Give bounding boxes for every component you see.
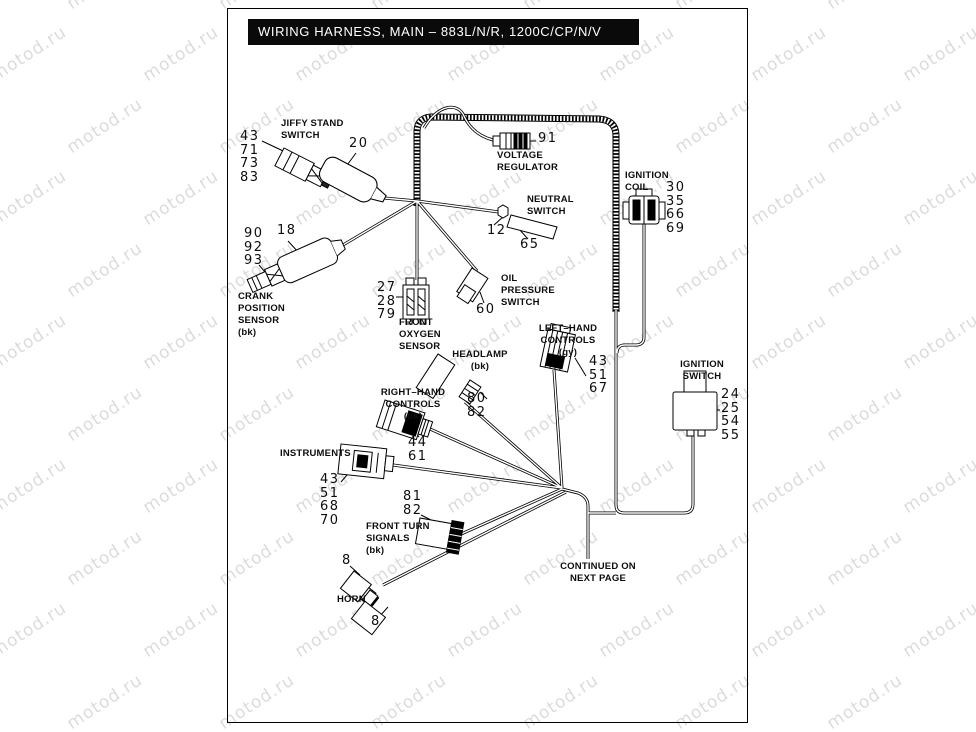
callout-ignition-coil: 30 35 66 69: [666, 180, 686, 236]
label-crank-position-sensor: CRANK POSITION SENSOR (bk): [238, 291, 285, 338]
callout-oil-pressure-switch: 60: [476, 302, 496, 317]
left-hand-controls-connector: [539, 322, 576, 373]
callout-headlamp: 80 82: [467, 391, 487, 420]
callout-instruments: 43 51 68 70: [320, 472, 340, 528]
main-harness-braid: [413, 113, 620, 312]
horn-body: [350, 589, 387, 636]
callout-horn-a: 8: [342, 553, 352, 568]
page-title: WIRING HARNESS, MAIN – 883L/N/R, 1200C/C…: [248, 19, 639, 45]
label-headlamp: HEADLAMP (bk): [452, 349, 508, 372]
label-ignition-coil: IGNITION COIL: [625, 170, 669, 193]
callout-neutral-switch-65: 65: [520, 237, 540, 252]
callout-ignition-switch: 24 25 54 55: [721, 387, 741, 443]
ignition-switch-shape: [672, 370, 718, 437]
callout-front-oxygen-sensor: 27 28 79: [377, 280, 397, 322]
callout-neutral-switch-12: 12: [487, 223, 507, 238]
label-oil-pressure-switch: OIL PRESSURE SWITCH: [501, 273, 555, 308]
neutral-switch-shape: [497, 204, 558, 240]
label-voltage-regulator: VOLTAGE REGULATOR: [497, 150, 559, 173]
front-oxygen-sensor-connector: [402, 277, 430, 325]
harness-wires: [342, 105, 695, 587]
crank-position-sensor-shape: [246, 237, 346, 294]
label-continued-note: CONTINUED ON NEXT PAGE: [560, 561, 636, 584]
voltage-regulator-connector: [492, 132, 531, 150]
ignition-coil-connector: [622, 188, 666, 225]
diagram-frame: [227, 8, 748, 723]
label-front-oxygen-sensor: FRONT OXYGEN SENSOR: [399, 317, 441, 352]
label-front-turn-signals: FRONT TURN SIGNALS (bk): [366, 521, 430, 556]
callout-jiffy-connector: 20: [349, 136, 369, 151]
label-horn: HORN: [337, 594, 366, 605]
callout-crank-sensor: 90 92 93: [244, 226, 264, 268]
label-ignition-switch: IGNITION SWITCH: [680, 359, 724, 382]
callout-voltage-regulator: 91: [538, 131, 558, 146]
callout-horn-b: 8: [371, 614, 381, 629]
headlamp-connector: [458, 379, 482, 405]
callout-jiffy-stand-switch: 43 71 73 83: [240, 129, 260, 185]
instruments-connector: [337, 443, 395, 480]
callout-right-hand-controls: 44 61: [408, 435, 428, 464]
callout-crank-connector: 18: [277, 223, 297, 238]
label-jiffy-stand-switch: JIFFY STAND SWITCH: [281, 118, 344, 141]
label-neutral-switch: NEUTRAL SWITCH: [527, 194, 574, 217]
label-instruments: INSTRUMENTS: [280, 448, 351, 459]
oil-pressure-switch-shape: [456, 267, 489, 305]
label-right-hand-controls: RIGHT–HAND CONTROLS (bk): [380, 387, 446, 422]
label-left-hand-controls: LEFT–HAND CONTROLS (gy): [538, 323, 598, 358]
headlamp-shape: [415, 353, 456, 400]
front-turn-signals-connector: [414, 517, 465, 555]
right-hand-controls-connector: [375, 399, 434, 441]
callout-left-hand-controls: 43 51 67: [589, 354, 609, 396]
callout-front-turn-signals: 81 82: [403, 489, 423, 518]
jiffy-connector: [318, 156, 387, 203]
